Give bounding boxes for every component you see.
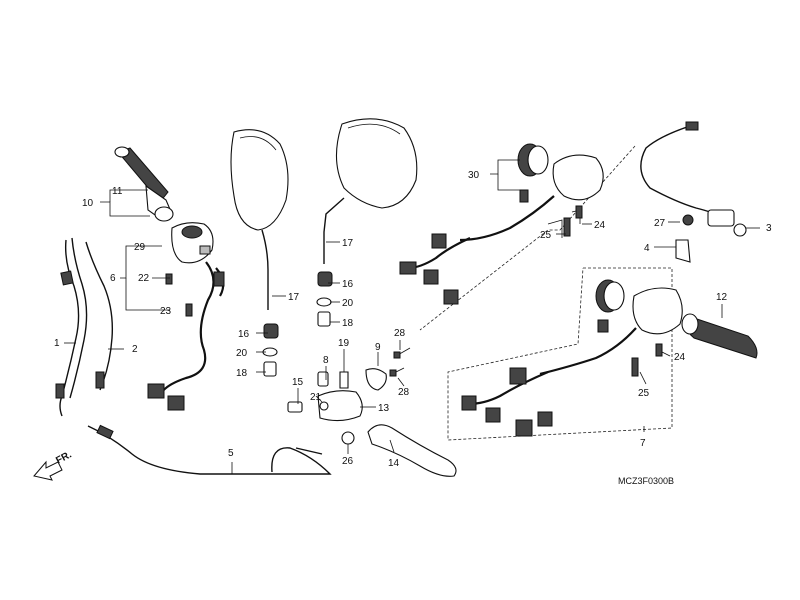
bracket-4 [675,214,694,263]
callout-23: 23 [160,306,172,317]
callout-1: 1 [54,338,60,349]
callout-28a: 28 [394,328,406,339]
choke-cable [640,121,747,237]
right-handlebar-switch [147,222,225,411]
right-mirror [230,129,289,310]
throttle-grip [114,146,174,222]
callout-17b: 17 [342,238,354,249]
callout-24b: 24 [674,352,686,363]
callout-10: 10 [82,198,94,209]
front-direction-arrow: FR. [33,449,74,481]
callout-29: 29 [134,242,146,253]
callout-30: 30 [468,170,480,181]
callout-18b: 18 [342,318,354,329]
left-grip [681,313,758,359]
callout-11: 11 [112,186,123,197]
callout-9: 9 [375,342,381,353]
callout-16a: 16 [238,329,250,340]
callout-2: 2 [132,344,138,355]
callout-26: 26 [342,456,354,467]
callout-25a: 25 [540,230,552,241]
clutch-lever [367,424,457,477]
throttle-cable-2 [85,241,114,391]
callout-27: 27 [654,218,666,229]
callout-13: 13 [378,403,390,414]
callout-21: 21 [310,392,322,403]
leader-lines [64,159,760,474]
front-direction-label: FR. [54,449,74,466]
callout-7: 7 [640,438,646,449]
callout-4: 4 [644,243,650,254]
callout-25b: 25 [638,388,650,399]
callout-18a: 18 [236,368,248,379]
callout-24a: 24 [594,220,606,231]
throttle-cable-1 [55,237,88,417]
callout-8: 8 [323,355,329,366]
mirror-adapter-right-stack [262,323,279,377]
callout-15: 15 [292,377,304,388]
screws-28 [389,347,411,377]
clutch-lever-holder [287,371,363,445]
callout-12: 12 [716,292,728,303]
left-switch-assembly [461,279,683,437]
clutch-cable [87,424,332,475]
callout-17a: 17 [288,292,300,303]
callout-3: 3 [766,223,772,234]
clutch-switch [317,368,387,391]
callout-28b: 28 [398,387,410,398]
callout-14: 14 [388,458,400,469]
right-switch-assembly [399,143,604,305]
callout-19: 19 [338,338,350,349]
screws [165,205,663,377]
mirror-adapter-left-stack [316,271,333,327]
callout-16b: 16 [342,279,354,290]
callout-6: 6 [110,273,116,284]
callout-5: 5 [228,448,234,459]
callout-20a: 20 [236,348,248,359]
diagram-code: MCZ3F0300B [618,476,674,486]
callout-20b: 20 [342,298,354,309]
callout-22: 22 [138,273,150,284]
callout-labels: 1 2 3 4 5 6 7 8 9 10 11 12 13 14 15 16 1… [54,170,772,469]
left-mirror [323,118,418,264]
